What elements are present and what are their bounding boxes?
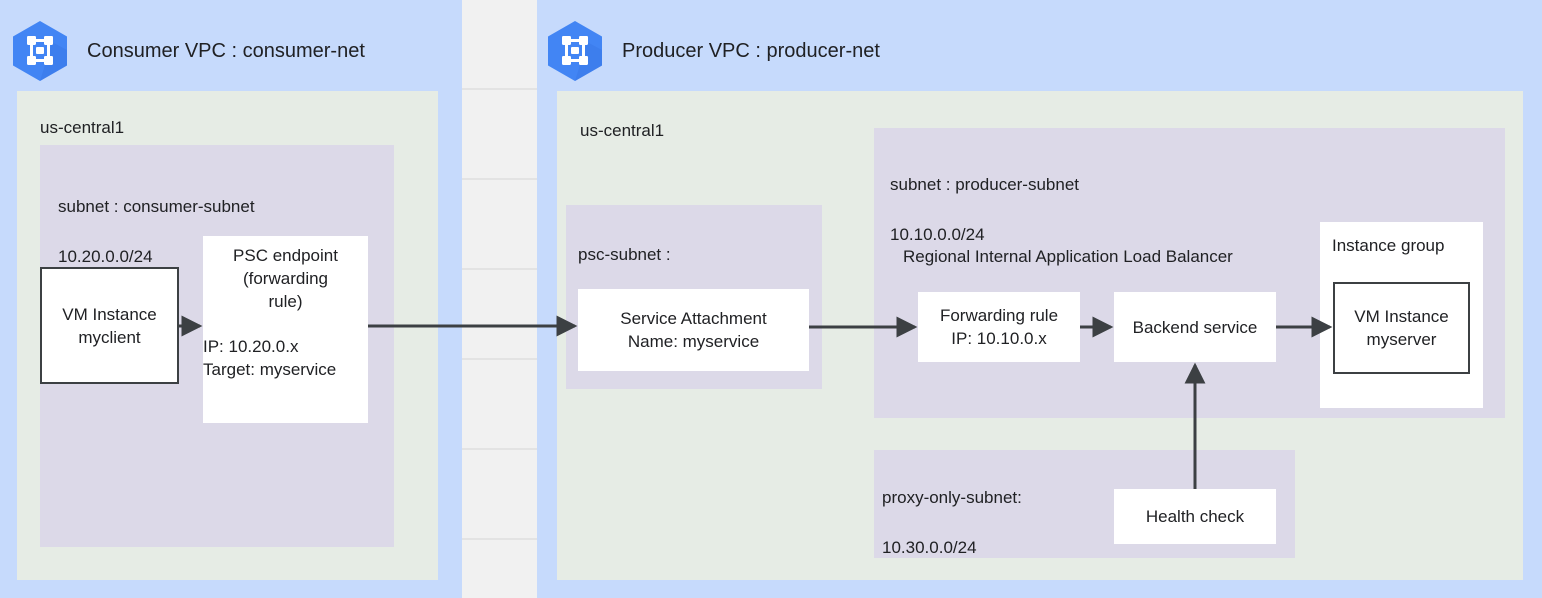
consumer-vpc-title: Consumer VPC : consumer-net (87, 39, 365, 62)
vm-myserver-line1: VM Instance (1354, 307, 1449, 326)
psc-subnet-name: psc-subnet : (578, 245, 671, 264)
psc-endpoint-line2: (forwarding (242, 269, 329, 288)
proxy-only-subnet-cidr: 10.30.0.0/24 (882, 538, 977, 557)
psc-endpoint-target: Target: myservice (203, 360, 337, 379)
producer-vpc-header: Producer VPC : producer-net (547, 20, 880, 82)
psc-endpoint-box[interactable]: PSC endpoint (forwarding rule) IP: 10.20… (203, 236, 368, 423)
vpc-network-icon (12, 20, 68, 82)
service-attachment-line2: Name: myservice (627, 332, 760, 351)
service-attachment-box[interactable]: Service Attachment Name: myservice (578, 289, 809, 371)
vm-instance-myclient-box[interactable]: VM Instance myclient (40, 267, 179, 384)
consumer-subnet-name: subnet : consumer-subnet (58, 197, 255, 216)
health-check-line1: Health check (1145, 507, 1245, 526)
consumer-subnet-cidr: 10.20.0.0/24 (58, 247, 153, 266)
vm-myclient-line2: myclient (78, 327, 141, 347)
producer-subnet-name: subnet : producer-subnet (890, 175, 1080, 194)
forwarding-rule-line1: Forwarding rule (939, 306, 1059, 325)
vpc-network-icon (547, 20, 603, 82)
vm-myclient-line1: VM Instance (62, 304, 157, 324)
vm-myserver-line2: myserver (1366, 330, 1437, 349)
load-balancer-label: Regional Internal Application Load Balan… (903, 247, 1233, 266)
consumer-subnet-label: subnet : consumer-subnet 10.20.0.0/24 (58, 169, 255, 269)
health-check-box[interactable]: Health check (1114, 489, 1276, 544)
proxy-only-subnet-label: proxy-only-subnet: 10.30.0.0/24 (882, 460, 1022, 560)
backend-service-line1: Backend service (1132, 317, 1258, 337)
psc-endpoint-ip: IP: 10.20.0.x (203, 337, 299, 356)
consumer-region-label: us-central1 (40, 118, 125, 137)
proxy-only-subnet-name: proxy-only-subnet: (882, 488, 1022, 507)
backend-service-box[interactable]: Backend service (1114, 292, 1276, 362)
instance-group-title: Instance group (1332, 236, 1445, 255)
forwarding-rule-box[interactable]: Forwarding rule IP: 10.10.0.x (918, 292, 1080, 362)
consumer-vpc-header: Consumer VPC : consumer-net (12, 20, 365, 82)
producer-subnet-label: subnet : producer-subnet 10.10.0.0/24 (890, 147, 1079, 247)
service-attachment-line1: Service Attachment (620, 309, 767, 328)
producer-region-label: us-central1 (580, 121, 665, 140)
producer-vpc-title: Producer VPC : producer-net (622, 39, 880, 62)
psc-endpoint-line3: rule) (268, 292, 303, 311)
forwarding-rule-line2: IP: 10.10.0.x (951, 329, 1047, 348)
producer-subnet-cidr: 10.10.0.0/24 (890, 225, 985, 244)
psc-endpoint-line1: PSC endpoint (233, 246, 338, 265)
vm-instance-myserver-box[interactable]: VM Instance myserver (1333, 282, 1470, 374)
